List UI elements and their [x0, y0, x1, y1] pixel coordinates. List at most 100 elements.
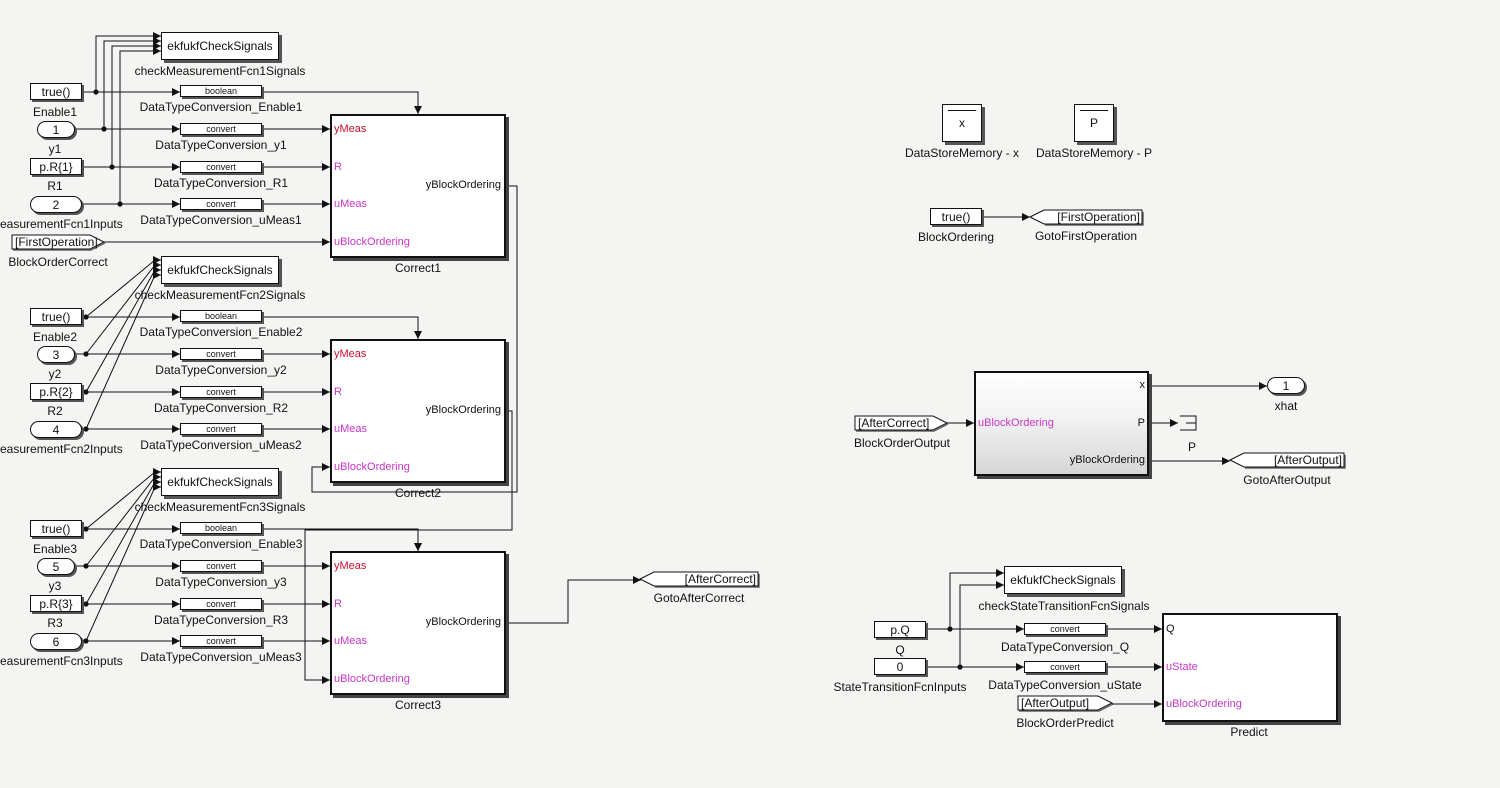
y-label: y1	[48, 142, 62, 156]
q-label: Q	[895, 643, 905, 657]
port-ublockordering: uBlockOrdering	[334, 236, 410, 248]
check-signals-block[interactable]: ekfukfCheckSignals	[161, 32, 279, 60]
data-type-conversion-label: DataTypeConversion_Enable3	[139, 537, 303, 551]
y-inport[interactable]: 3	[37, 346, 75, 363]
correct2-to-correct3-wire[interactable]	[304, 529, 418, 684]
r-label: R1	[47, 179, 63, 193]
datastore-memory-x-label: DataStoreMemory - x	[904, 146, 1020, 160]
enable-constant[interactable]: true()	[30, 83, 82, 100]
check-branch-wire[interactable]	[111, 42, 161, 167]
data-type-conversion-block[interactable]: convert	[180, 598, 262, 610]
check-branch-wire[interactable]	[85, 473, 161, 567]
data-type-conversion-label: DataTypeConversion_uState	[988, 678, 1142, 692]
datastore-memory-p-label: DataStoreMemory - P	[1035, 146, 1153, 160]
first-operation-from-tag[interactable]: [FirstOperation]	[15, 235, 98, 249]
goto-first-operation-tag-shadow	[1045, 212, 1144, 226]
block-order-output-from-tag-shape	[854, 415, 949, 431]
check-signals-block[interactable]: ekfukfCheckSignals	[161, 468, 279, 496]
data-type-conversion-block[interactable]: convert	[180, 198, 262, 210]
data-type-conversion-label: DataTypeConversion_Enable1	[139, 100, 303, 114]
data-type-conversion-block[interactable]: convert	[180, 386, 262, 398]
block-ordering-constant[interactable]: true()	[930, 208, 982, 225]
block-order-predict-from-tag[interactable]: [AfterOutput]	[1021, 696, 1090, 710]
correct-subsystem-label: Correct2	[394, 486, 442, 500]
r-constant[interactable]: p.R{3}	[30, 595, 82, 612]
goto-first-operation-tag[interactable]: [FirstOperation]	[1057, 210, 1140, 224]
data-type-conversion-label: DataTypeConversion_y1	[155, 138, 287, 152]
y-label: y2	[48, 367, 62, 381]
data-type-conversion-block[interactable]: convert	[180, 123, 262, 135]
data-type-conversion-block[interactable]: convert	[180, 635, 262, 647]
u-label: easurementFcn2Inputs	[0, 442, 123, 456]
block-order-predict-label: BlockOrderPredict	[1016, 716, 1114, 730]
port-ymeas: yMeas	[334, 560, 367, 572]
data-type-conversion-label: DataTypeConversion_Enable2	[139, 325, 303, 339]
check-branch-wire[interactable]	[949, 569, 1004, 629]
data-type-conversion-block[interactable]: convert	[180, 560, 262, 572]
correct2-to-correct3-trigger-wire[interactable]	[414, 410, 513, 551]
y-inport[interactable]: 5	[37, 558, 75, 575]
check-signals-label: checkMeasurementFcn3Signals	[134, 500, 306, 514]
check-branch-wire[interactable]	[959, 581, 1004, 667]
data-type-conversion-block[interactable]: convert	[1024, 661, 1106, 673]
check-signals-block[interactable]: ekfukfCheckSignals	[161, 256, 279, 284]
check-branch-wire[interactable]	[85, 261, 161, 355]
output-subsystem[interactable]	[974, 371, 1149, 476]
correct3-to-goto-wire[interactable]	[506, 576, 641, 624]
data-type-conversion-label: DataTypeConversion_Q	[1000, 640, 1130, 654]
correct1-to-correct2-wire[interactable]	[311, 185, 518, 493]
block-order-correct-label: BlockOrderCorrect	[8, 255, 108, 269]
check-branch-wire[interactable]	[119, 47, 161, 204]
data-type-conversion-block[interactable]: convert	[180, 348, 262, 360]
first-operation-from-tag-shadow	[13, 242, 106, 251]
datastore-memory-x[interactable]: x	[942, 104, 982, 142]
correct-subsystem[interactable]	[330, 114, 506, 258]
correct-subsystem-label: Correct3	[394, 698, 442, 712]
check-branch-wire[interactable]	[103, 37, 161, 129]
u-inport[interactable]: 2	[30, 196, 82, 213]
state-transition-inputs-label: StateTransitionFcnInputs	[833, 680, 967, 694]
data-type-conversion-block[interactable]: boolean	[180, 310, 262, 322]
after-output-goto-tag[interactable]: [AfterOutput]	[1273, 453, 1342, 467]
r-constant[interactable]: p.R{2}	[30, 383, 82, 400]
goto-after-output-label: GotoAfterOutput	[1243, 473, 1331, 487]
enable-to-trigger-wire[interactable]	[262, 91, 422, 114]
enable-to-trigger-wire[interactable]	[262, 316, 422, 339]
enable-constant[interactable]: true()	[30, 308, 82, 325]
y-inport[interactable]: 1	[37, 121, 75, 138]
correct-subsystem[interactable]	[330, 339, 506, 483]
terminator-icon[interactable]	[1180, 415, 1197, 431]
after-output-goto-tag-shape	[1228, 452, 1345, 468]
block-order-output-from-tag[interactable]: [AfterCorrect]	[858, 416, 930, 430]
data-type-conversion-block[interactable]: convert	[180, 161, 262, 173]
xhat-outport[interactable]: 1	[1267, 377, 1305, 394]
state-input-constant[interactable]: 0	[874, 658, 926, 675]
correct-subsystem[interactable]	[330, 551, 506, 695]
check-branch-wire[interactable]	[85, 478, 161, 605]
check-branch-wire[interactable]	[85, 271, 161, 430]
check-branch-wire[interactable]	[85, 483, 161, 642]
port-q-predict: Q	[1166, 623, 1175, 635]
datastore-memory-p[interactable]: P	[1074, 104, 1114, 142]
data-type-conversion-label: DataTypeConversion_y3	[155, 575, 287, 589]
after-correct-goto-tag-shadow	[655, 574, 760, 588]
check-branch-wire[interactable]	[95, 32, 161, 92]
check-branch-wire[interactable]	[85, 266, 161, 393]
enable-constant[interactable]: true()	[30, 520, 82, 537]
u-inport[interactable]: 6	[30, 633, 82, 650]
q-constant[interactable]: p.Q	[874, 621, 926, 638]
r-constant[interactable]: p.R{1}	[30, 158, 82, 175]
predict-subsystem[interactable]	[1162, 613, 1338, 722]
check-branch-wire[interactable]	[85, 256, 161, 318]
y-label: y3	[48, 579, 62, 593]
data-type-conversion-block[interactable]: boolean	[180, 85, 262, 97]
data-type-conversion-block[interactable]: convert	[1024, 623, 1106, 635]
check-branch-wire[interactable]	[85, 468, 161, 530]
data-type-conversion-block[interactable]: boolean	[180, 522, 262, 534]
u-inport[interactable]: 4	[30, 421, 82, 438]
check-state-transition-block[interactable]: ekfukfCheckSignals	[1004, 566, 1122, 594]
block-order-output-label: BlockOrderOutput	[853, 436, 951, 450]
data-type-conversion-block[interactable]: convert	[180, 423, 262, 435]
after-correct-goto-tag[interactable]: [AfterCorrect]	[684, 572, 756, 586]
